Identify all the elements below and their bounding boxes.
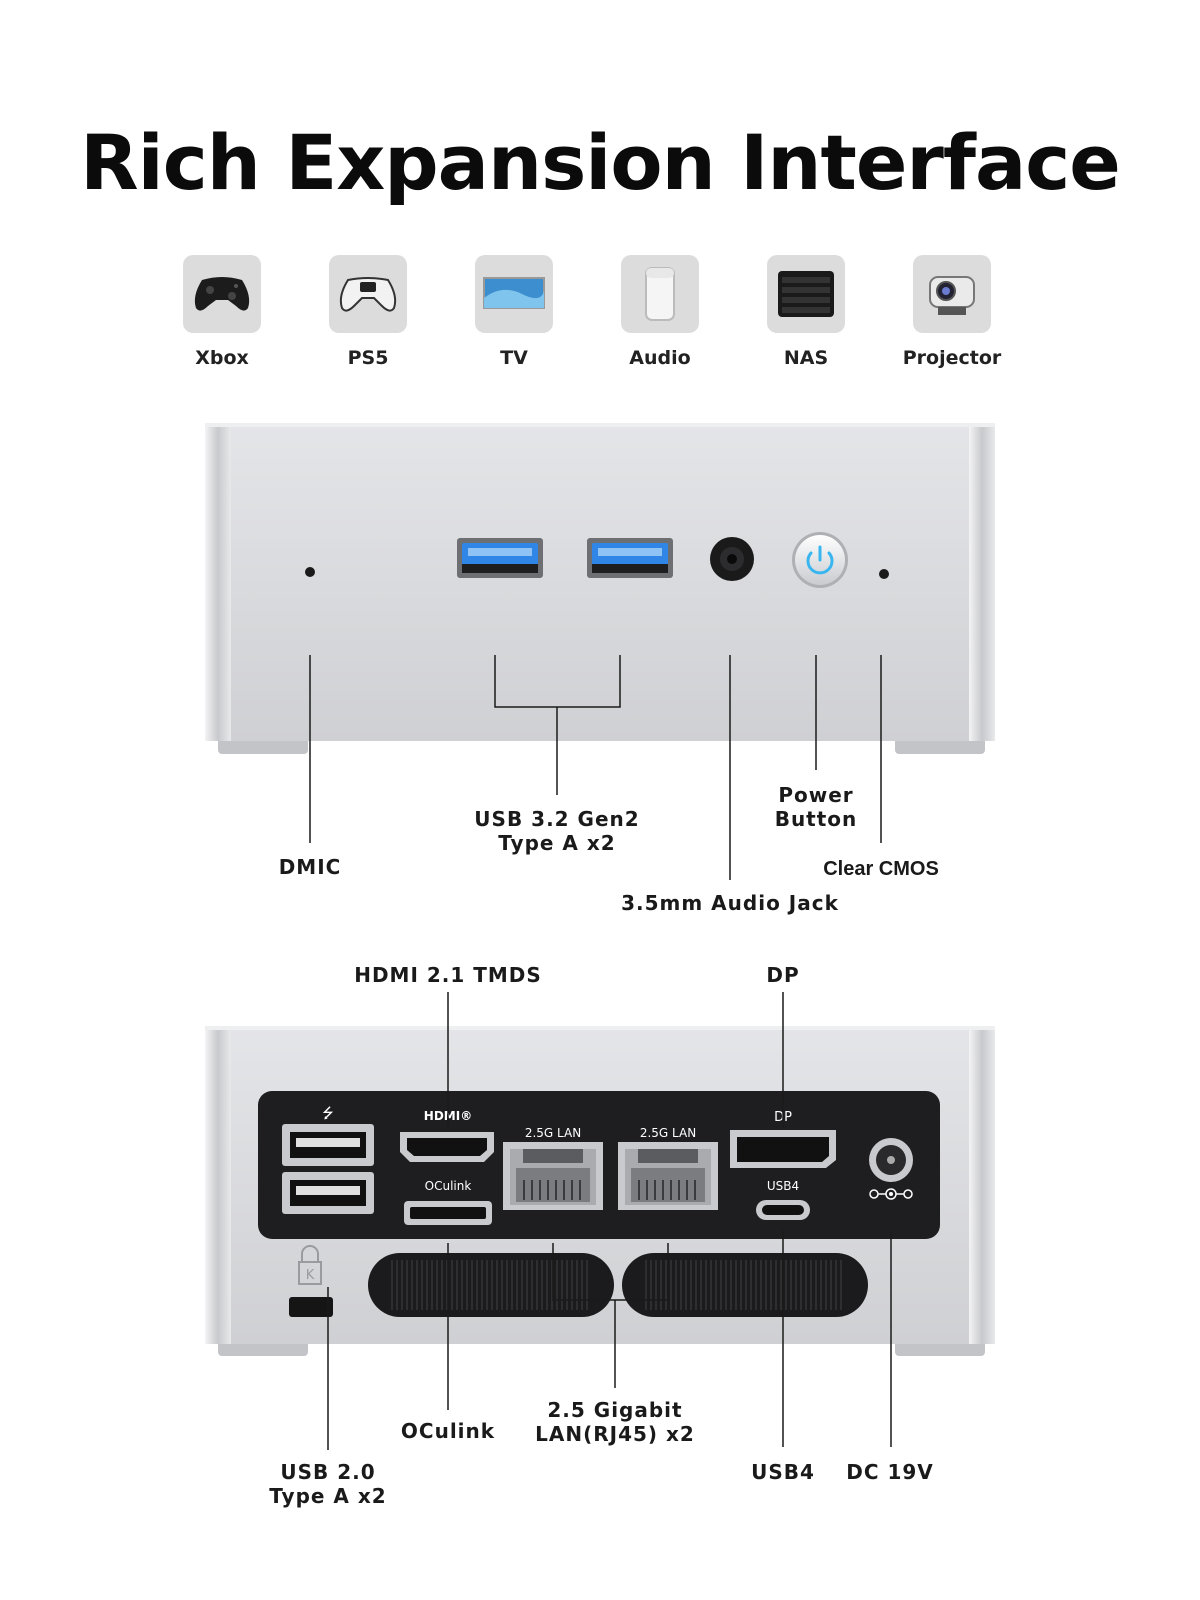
usb20-ports: ⭍ bbox=[282, 1106, 374, 1214]
label-dc: DC 19V bbox=[846, 1460, 934, 1484]
device-label: NAS bbox=[783, 347, 829, 369]
audio-jack bbox=[710, 537, 754, 581]
ps5-controller-icon bbox=[329, 255, 407, 333]
oculink-marking: OCulink bbox=[425, 1179, 472, 1193]
device-nas: NAS bbox=[746, 255, 866, 369]
lan1-marking: 2.5G LAN bbox=[525, 1126, 581, 1140]
usb32-port-1 bbox=[457, 538, 543, 578]
gamepad-icon bbox=[183, 255, 261, 333]
dc-polarity-icon bbox=[869, 1188, 913, 1200]
device-tv: TV bbox=[454, 255, 574, 369]
device-xbox: Xbox bbox=[162, 255, 282, 369]
device-label: PS5 bbox=[347, 347, 389, 369]
device-projector: Projector bbox=[892, 255, 1012, 369]
usb4-port: USB4 bbox=[756, 1179, 810, 1220]
speaker-icon bbox=[621, 255, 699, 333]
projector-icon bbox=[913, 255, 991, 333]
device-label: Projector bbox=[902, 347, 1002, 369]
device-label: Xbox bbox=[195, 347, 249, 369]
power-button bbox=[792, 532, 848, 588]
label-power-button: Power Button bbox=[774, 783, 858, 831]
usb32-port-2 bbox=[587, 538, 673, 578]
clear-cmos-hole bbox=[879, 569, 889, 579]
usb4-marking: USB4 bbox=[767, 1179, 799, 1193]
device-audio: Audio bbox=[600, 255, 720, 369]
front-chassis bbox=[205, 423, 995, 741]
label-usb20: USB 2.0 Type A x2 bbox=[269, 1460, 387, 1508]
label-audio-jack: 3.5mm Audio Jack bbox=[621, 891, 839, 915]
dmic-hole bbox=[305, 567, 315, 577]
tv-icon bbox=[475, 255, 553, 333]
kensington-lock-icon: K bbox=[289, 1245, 333, 1317]
usb-logo-icon: ⭍ bbox=[322, 1106, 334, 1122]
lan-port-1: 2.5G LAN bbox=[503, 1126, 603, 1210]
label-dmic: DMIC bbox=[278, 855, 342, 879]
dc-port bbox=[869, 1138, 913, 1200]
label-hdmi: HDMI 2.1 TMDS bbox=[354, 963, 542, 987]
front-callouts bbox=[309, 655, 882, 880]
page-title: Rich Expansion Interface bbox=[80, 118, 1121, 207]
lan2-marking: 2.5G LAN bbox=[640, 1126, 696, 1140]
device-ps5: PS5 bbox=[308, 255, 428, 369]
dp-port: DP bbox=[730, 1110, 836, 1168]
lan-port-2: 2.5G LAN bbox=[618, 1126, 718, 1210]
front-panel bbox=[205, 423, 995, 754]
label-usb4: USB4 bbox=[751, 1460, 815, 1484]
rear-panel: ⭍ HDMI® OCulink 2.5G LAN bbox=[205, 1026, 995, 1356]
label-dp: DP bbox=[766, 963, 800, 987]
power-icon bbox=[806, 545, 834, 575]
device-label: Audio bbox=[629, 347, 691, 369]
label-usb32: USB 3.2 Gen2 Type A x2 bbox=[474, 807, 640, 855]
rear-callouts bbox=[327, 992, 892, 1450]
svg-text:K: K bbox=[306, 1268, 315, 1283]
oculink-port: OCulink bbox=[404, 1179, 492, 1225]
device-label: TV bbox=[500, 347, 528, 369]
label-clear-cmos: Clear CMOS bbox=[823, 858, 939, 880]
nas-icon bbox=[767, 255, 845, 333]
front-chassis-left-edge bbox=[205, 423, 231, 741]
front-chassis-right-edge bbox=[969, 423, 995, 741]
device-row: Xbox PS5 TV Audio bbox=[0, 255, 1200, 375]
kensington-slot bbox=[289, 1297, 333, 1317]
label-oculink: OCulink bbox=[400, 1419, 496, 1443]
label-lan: 2.5 Gigabit LAN(RJ45) x2 bbox=[535, 1398, 695, 1446]
vent-grille bbox=[391, 1260, 842, 1310]
